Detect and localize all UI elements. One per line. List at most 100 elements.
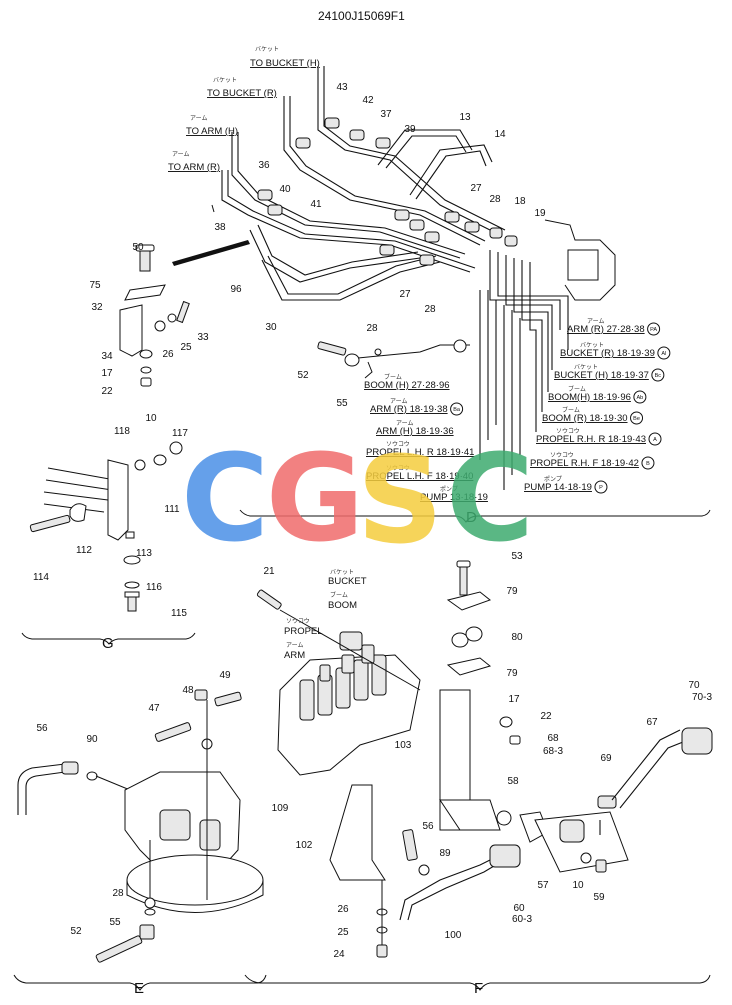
section-g-parts bbox=[29, 441, 183, 612]
part-number: 113 bbox=[136, 548, 152, 559]
top-labels: バケット TO BUCKET (H) バケット TO BUCKET (R) アー… bbox=[168, 46, 320, 173]
part-number: 19 bbox=[534, 208, 546, 219]
part-number: 115 bbox=[171, 608, 187, 619]
port-tag-circle bbox=[648, 432, 662, 446]
port-tag: B bbox=[646, 461, 650, 467]
port-label-jp: ブーム bbox=[568, 385, 586, 393]
part-number: 36 bbox=[258, 160, 270, 171]
port-label: ARM (R) 18·19·38 bbox=[370, 404, 448, 415]
part-number: 90 bbox=[86, 734, 98, 745]
part-number: 75 bbox=[89, 280, 101, 291]
section-f-parts bbox=[256, 560, 713, 958]
part-number: 59 bbox=[593, 892, 605, 903]
valve-block bbox=[567, 249, 599, 281]
part-number: 47 bbox=[148, 703, 160, 714]
port-label-jp: ソウコウ bbox=[386, 440, 410, 448]
part-number: 53 bbox=[511, 551, 523, 562]
part-number: 58 bbox=[507, 776, 519, 787]
part-number: 30 bbox=[265, 322, 277, 333]
section-e-parts bbox=[17, 689, 264, 963]
part-number: 34 bbox=[101, 351, 113, 362]
hose-bundle bbox=[221, 66, 569, 490]
part-number: 89 bbox=[439, 848, 451, 859]
part-number: 56 bbox=[36, 723, 48, 734]
part-number: 22 bbox=[101, 386, 113, 397]
section-g-bracket bbox=[21, 632, 196, 645]
part-number: 28 bbox=[366, 323, 378, 334]
port-tag-circle bbox=[641, 456, 655, 470]
part-number: 42 bbox=[362, 95, 374, 106]
valve-label-bucket: BUCKET bbox=[328, 576, 367, 587]
valve-label-arm: ARM bbox=[284, 650, 305, 661]
part-number: 26 bbox=[162, 349, 174, 360]
part-number: 70-3 bbox=[692, 692, 712, 703]
part-number: 68-3 bbox=[543, 746, 563, 757]
top-label-jp: バケット bbox=[213, 77, 237, 84]
port-tag: Be bbox=[633, 416, 640, 422]
part-number: 96 bbox=[230, 284, 242, 295]
section-f-bracket bbox=[244, 974, 711, 991]
port-tag: A bbox=[653, 437, 657, 443]
part-number: 79 bbox=[506, 586, 518, 597]
port-label-jp: バケット bbox=[580, 342, 604, 349]
part-number: 28 bbox=[489, 194, 501, 205]
port-label-jp: ポンプ bbox=[544, 475, 562, 483]
port-tag: Ab bbox=[637, 395, 644, 401]
port-tag-circle bbox=[630, 411, 644, 425]
port-tag-circle bbox=[657, 346, 671, 360]
port-tag: Ba bbox=[453, 407, 461, 413]
top-label-jp: バケット bbox=[255, 46, 279, 53]
label-to-bucket-h: TO BUCKET (H) bbox=[250, 58, 320, 69]
part-number: 79 bbox=[506, 668, 518, 679]
label-to-arm-h: TO ARM (H) bbox=[186, 126, 238, 137]
port-tag: P bbox=[599, 485, 603, 491]
part-number: 21 bbox=[263, 566, 275, 577]
section-label-d: D bbox=[466, 509, 477, 526]
watermark-letter: G bbox=[266, 430, 365, 569]
part-number: 60 bbox=[513, 903, 525, 914]
valve-label-boom: BOOM bbox=[328, 600, 357, 611]
section-label-f: F bbox=[474, 980, 483, 997]
label-to-bucket-r: TO BUCKET (R) bbox=[207, 88, 277, 99]
port-label-jp: バケット bbox=[574, 364, 598, 371]
control-valve-outline bbox=[544, 219, 616, 301]
port-tag-circle bbox=[633, 390, 647, 404]
part-number: 33 bbox=[197, 332, 209, 343]
part-number: 56 bbox=[422, 821, 434, 832]
part-number: 103 bbox=[395, 740, 412, 751]
port-label: PROPEL R.H. R 18·19·43 bbox=[536, 434, 646, 445]
port-label: PROPEL R.H. F 18·19·42 bbox=[530, 458, 639, 469]
part-number: 52 bbox=[297, 370, 309, 381]
valve-label-propel: PROPEL bbox=[284, 626, 323, 637]
top-label-jp: アーム bbox=[172, 151, 189, 158]
part-number: 50 bbox=[132, 242, 144, 253]
port-label: ARM (H) 18·19·36 bbox=[376, 426, 454, 437]
part-number: 100 bbox=[445, 930, 462, 941]
port-tag: PA bbox=[650, 327, 657, 333]
section-d-bracket bbox=[239, 509, 711, 523]
part-number: 40 bbox=[279, 184, 291, 195]
part-number: 22 bbox=[540, 711, 552, 722]
valve-label-jp: ソウコウ bbox=[286, 617, 310, 625]
part-number: 17 bbox=[101, 368, 113, 379]
part-number: 27 bbox=[470, 183, 482, 194]
part-number: 102 bbox=[296, 840, 313, 851]
part-number: 24 bbox=[333, 949, 345, 960]
part-number: 55 bbox=[336, 398, 348, 409]
port-label-jp: ブーム bbox=[384, 373, 402, 381]
hose-fittings bbox=[257, 117, 518, 266]
port-label-jp: アーム bbox=[587, 318, 604, 325]
port-label: PROPEL L.H. R 18·19·41 bbox=[366, 447, 474, 458]
part-number: 28 bbox=[112, 888, 124, 899]
port-label: BOOM (R) 18·19·30 bbox=[542, 413, 628, 424]
bracket-assembly bbox=[119, 244, 190, 387]
port-label-jp: ソウコウ bbox=[550, 451, 574, 459]
port-label: PROPEL L.H. F 18·19·40 bbox=[366, 471, 473, 482]
label-to-arm-r: TO ARM (R) bbox=[168, 162, 220, 173]
fitting-52 bbox=[317, 339, 470, 379]
part-number: 60-3 bbox=[512, 914, 532, 925]
